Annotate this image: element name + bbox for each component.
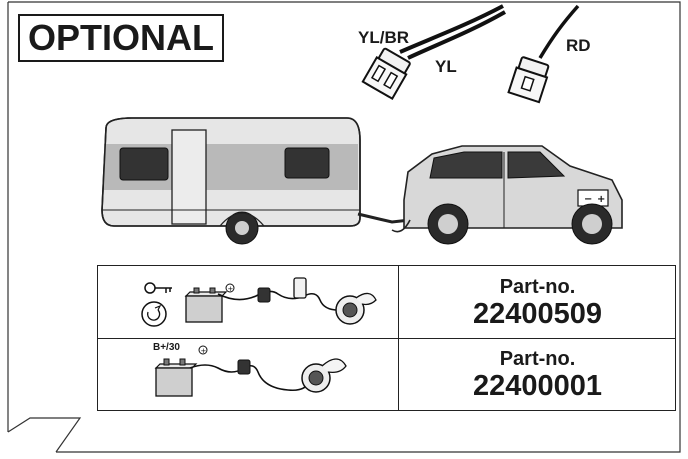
harness-cable bbox=[218, 291, 338, 310]
car: − + bbox=[392, 146, 622, 244]
key-icon bbox=[145, 283, 172, 293]
caravan-window-left bbox=[120, 148, 168, 180]
part-number-value: 22400001 bbox=[400, 370, 675, 402]
battery-plus-sign: + bbox=[597, 194, 605, 205]
wiring-kit-icon: + bbox=[98, 338, 396, 408]
folded-corner bbox=[8, 418, 80, 452]
wire-connectors-illustration bbox=[340, 0, 580, 125]
wire-label-rd: RD bbox=[566, 36, 591, 56]
power-terminal-label: B+/30 bbox=[153, 342, 180, 353]
part-number-label: Part-no. bbox=[400, 348, 675, 370]
caravan bbox=[102, 118, 410, 244]
battery-icon bbox=[156, 359, 196, 396]
drawbar bbox=[358, 214, 410, 222]
battery-icon bbox=[186, 288, 226, 322]
battery-minus-sign: − bbox=[584, 194, 592, 205]
ignition-switch-icon bbox=[142, 302, 166, 326]
part-number-cell: Part-no. 22400001 bbox=[400, 338, 675, 410]
part-number-value: 22400509 bbox=[400, 298, 675, 330]
kit-illustration-permanent: B+/30 + bbox=[98, 338, 399, 410]
kit-illustration-ignition: + bbox=[98, 266, 399, 338]
parts-row: B+/30 + Part-no. bbox=[98, 338, 675, 410]
optional-tag: OPTIONAL bbox=[18, 14, 224, 62]
socket-icon bbox=[336, 293, 376, 324]
wire-label-yl-br: YL/BR bbox=[358, 28, 409, 48]
caravan-window-right bbox=[285, 148, 329, 178]
wire-label-yl: YL bbox=[435, 57, 457, 77]
parts-table: + Part-no. 22400509 B+/30 bbox=[97, 265, 676, 411]
caravan-and-car-illustration: − + bbox=[92, 110, 652, 260]
parts-row: + Part-no. 22400509 bbox=[98, 266, 675, 339]
wiring-kit-icon: + bbox=[98, 266, 396, 336]
two-pin-plug bbox=[363, 47, 412, 99]
part-number-cell: Part-no. 22400509 bbox=[400, 266, 675, 338]
one-pin-plug bbox=[509, 56, 551, 102]
socket-icon bbox=[302, 359, 346, 392]
part-number-label: Part-no. bbox=[400, 276, 675, 298]
svg-text:+: + bbox=[228, 285, 234, 293]
svg-text:+: + bbox=[201, 347, 207, 355]
